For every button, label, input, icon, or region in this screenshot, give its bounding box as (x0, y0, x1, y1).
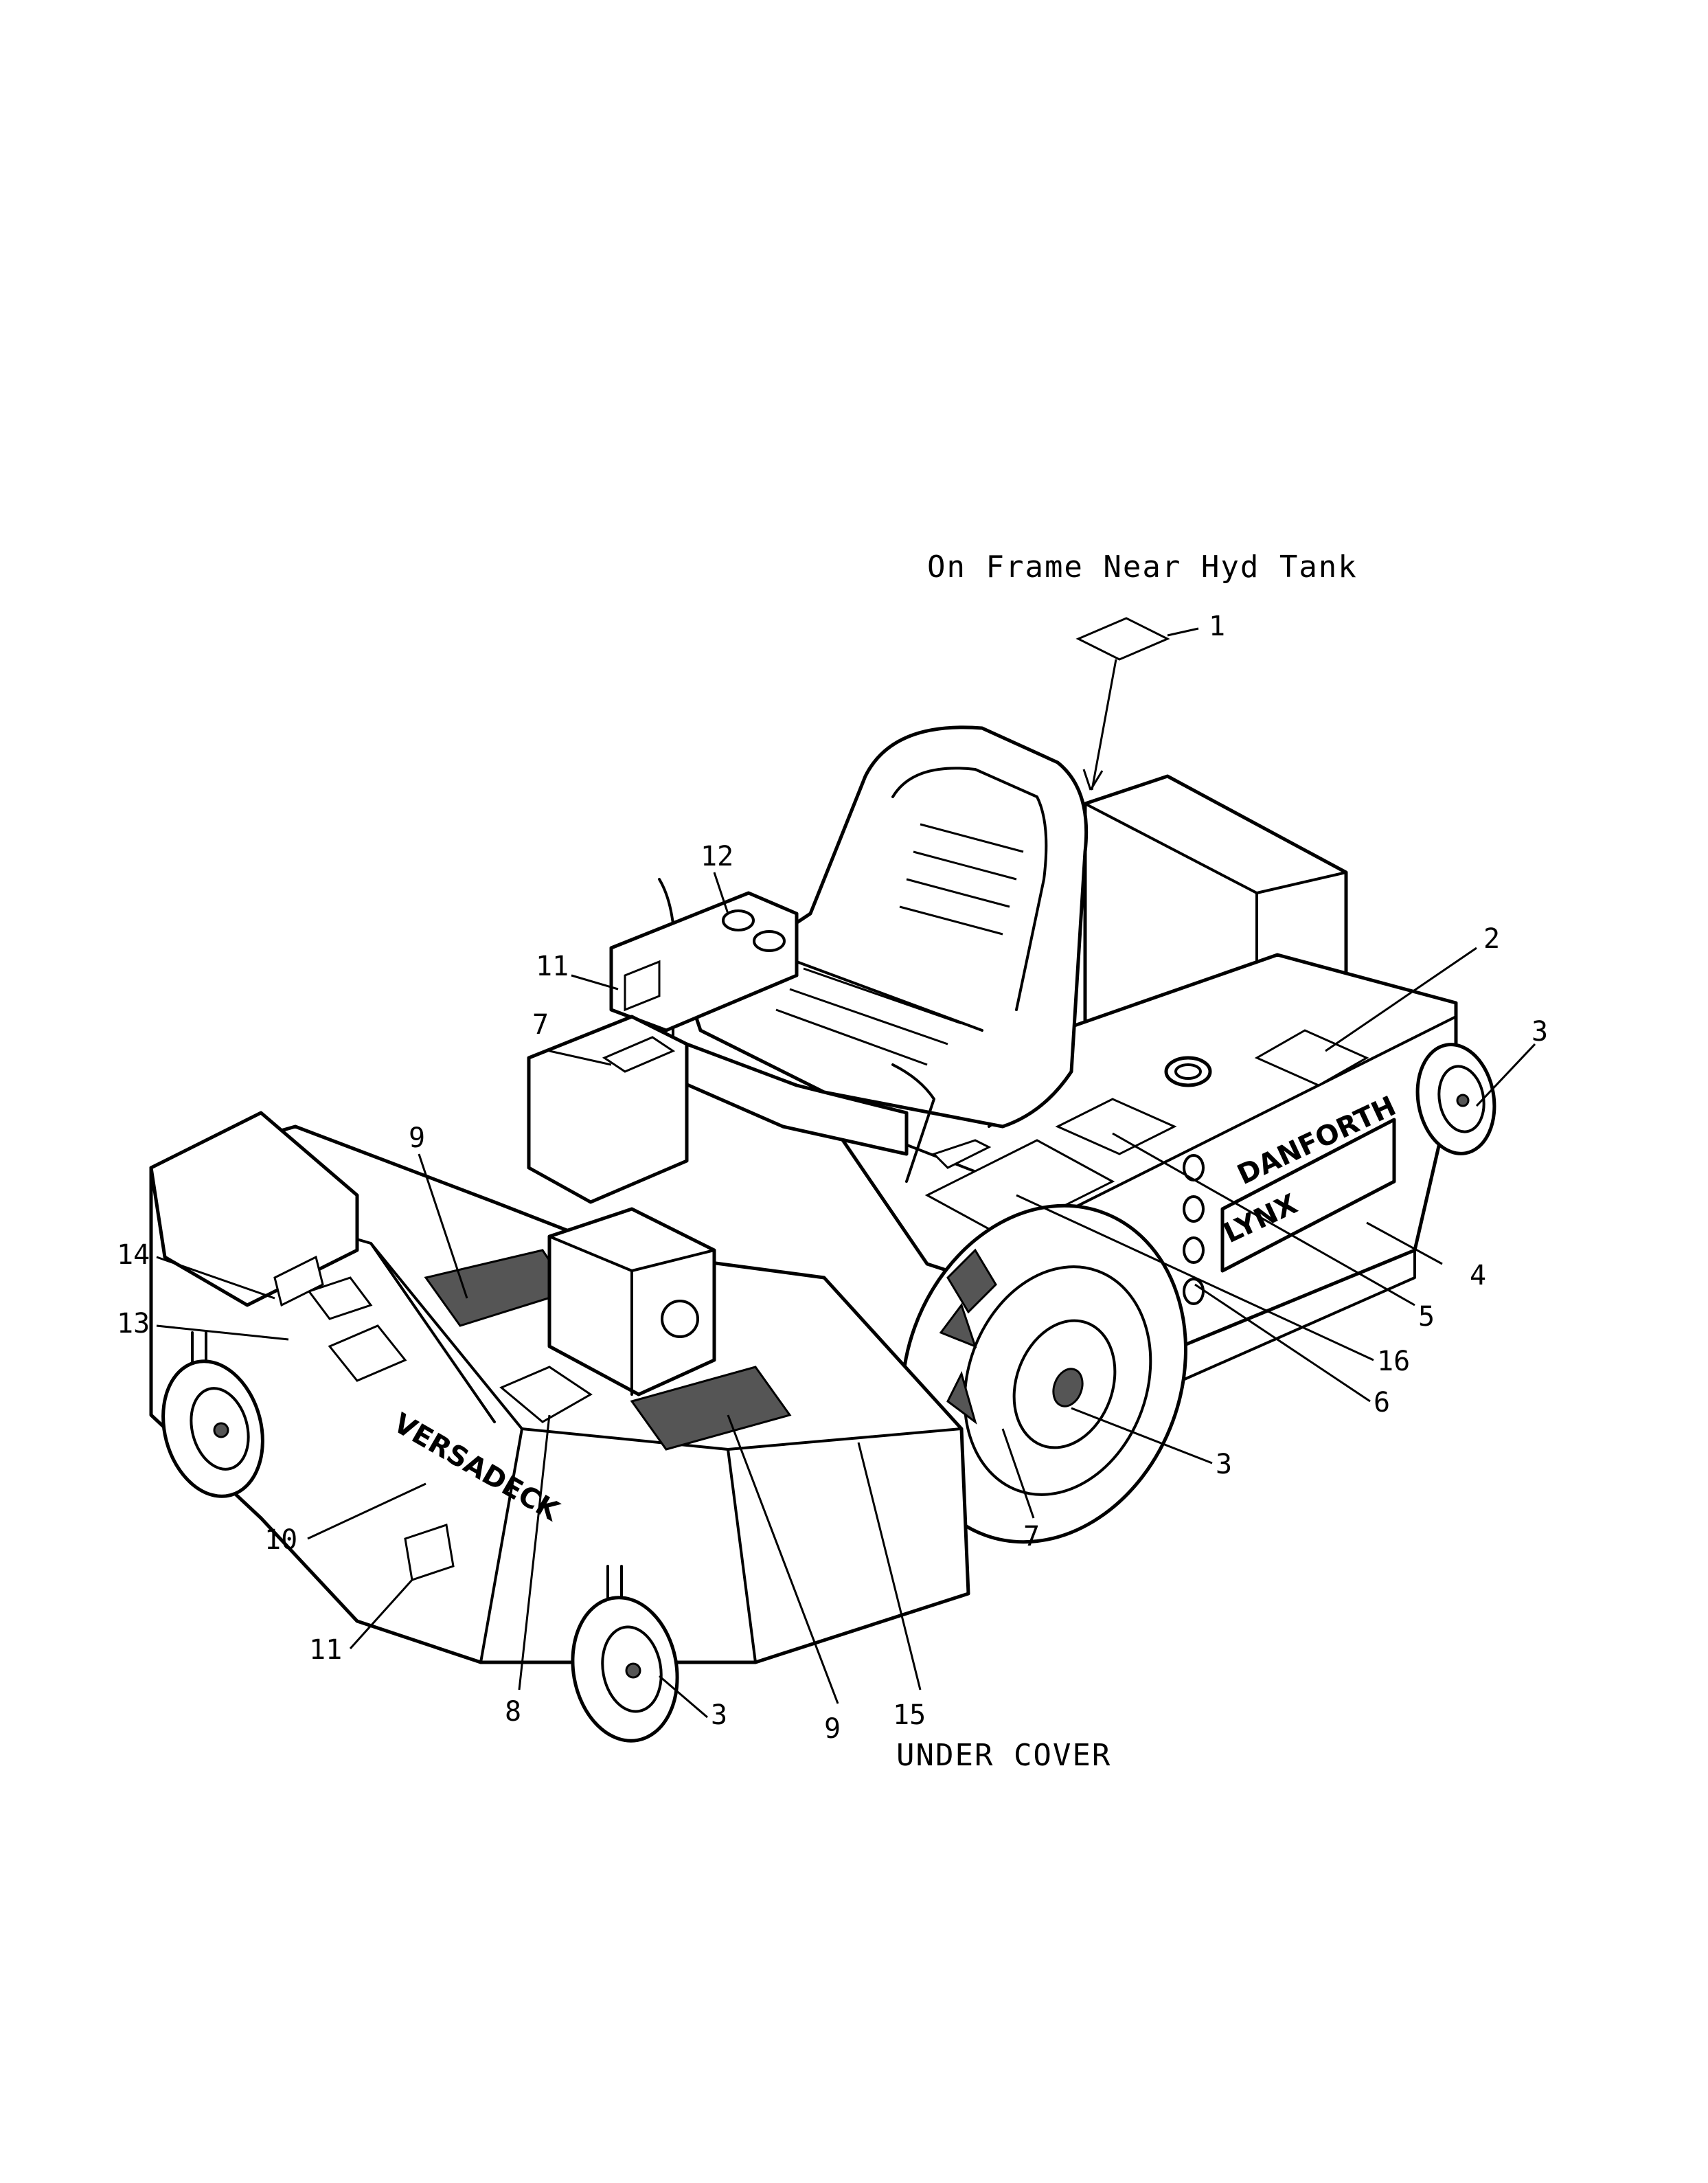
caster-wheel-right (1415, 1043, 1496, 1155)
callout-11-console: 11 (536, 951, 569, 982)
caster-wheel-front (571, 1565, 679, 1743)
callout-15: 15 (893, 1699, 926, 1731)
leader-lines (156, 627, 1536, 1719)
decal-1-shape (1075, 617, 1170, 661)
callout-6: 6 (1374, 1387, 1390, 1418)
callout-numbers: 1 2 3 4 5 16 6 3 7 12 11 7 9 14 13 10 11… (117, 611, 1548, 1745)
callout-16: 16 (1377, 1346, 1410, 1377)
callout-3-drive-tire: 3 (1216, 1449, 1232, 1480)
callout-1: 1 (1209, 611, 1225, 642)
callout-7-tire: 7 (1023, 1521, 1040, 1552)
callout-5: 5 (1418, 1301, 1435, 1333)
callout-9-right-mat: 9 (824, 1713, 841, 1745)
callout-12: 12 (701, 841, 733, 872)
callout-3-front-caster: 3 (711, 1699, 727, 1731)
callout-7-fender: 7 (532, 1009, 549, 1041)
mower-deck: VERSADECK (149, 1111, 970, 1664)
callout-8: 8 (505, 1696, 521, 1728)
callout-9-left-mat: 9 (409, 1122, 425, 1154)
callout-4: 4 (1470, 1260, 1486, 1291)
callout-13: 13 (117, 1308, 150, 1339)
note-on-frame: On Frame Near Hyd Tank (927, 550, 1358, 585)
rear-drive-tire (900, 1203, 1187, 1544)
callout-3-rear-caster: 3 (1531, 1016, 1548, 1048)
callout-2: 2 (1483, 923, 1500, 955)
note-under-cover: UNDER COVER (896, 1738, 1111, 1773)
mower-illustration: DANFORTH LYNX (149, 725, 1496, 1743)
caster-wheel-left (161, 1331, 264, 1498)
callout-11-deck: 11 (309, 1634, 342, 1666)
callout-14: 14 (117, 1239, 150, 1271)
callout-10: 10 (264, 1524, 297, 1556)
